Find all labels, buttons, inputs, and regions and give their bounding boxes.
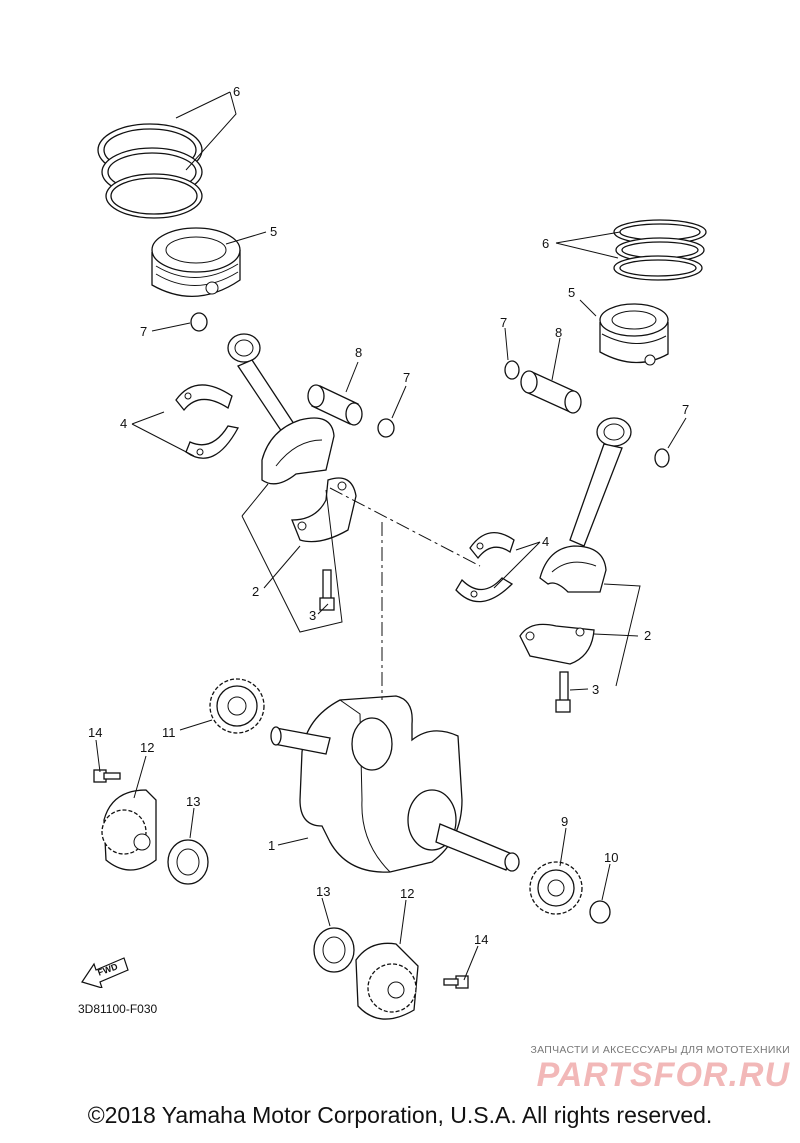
- piston-pin-clip-left-2: [377, 418, 395, 438]
- callout-2-left: 2: [252, 584, 259, 599]
- callout-3-left: 3: [309, 608, 316, 623]
- callout-13-right: 13: [316, 884, 330, 899]
- watermark-logo: PARTSFOR.RU: [536, 1056, 790, 1094]
- copyright-notice: ©2018 Yamaha Motor Corporation, U.S.A. A…: [87, 1102, 713, 1128]
- piston-pin-clip-right-2: [654, 448, 670, 468]
- assembly-centerlines: [329, 487, 481, 700]
- callout-3-right: 3: [592, 682, 599, 697]
- callout-10: 10: [604, 850, 618, 865]
- bearing-upper-left: [175, 384, 233, 412]
- piston-pin-left: [307, 384, 363, 426]
- callout-7-right-1: 7: [500, 315, 507, 330]
- callout-7-left-1: 7: [140, 324, 147, 339]
- piston-pin-right: [520, 370, 582, 414]
- diagram-code: 3D81100-F030: [78, 1002, 158, 1016]
- crankshaft: [270, 695, 520, 873]
- callout-14-left: 14: [88, 725, 102, 740]
- bearing-left: [167, 839, 209, 885]
- callout-2-right: 2: [644, 628, 651, 643]
- callout-5-right: 5: [568, 285, 575, 300]
- circlip: [589, 900, 611, 924]
- callout-4-right: 4: [542, 534, 549, 549]
- callout-12-right: 12: [400, 886, 414, 901]
- piston-pin-clip-right-1: [504, 360, 520, 380]
- watermark: ЗАПЧАСТИ И АКСЕССУАРЫ ДЛЯ МОТОТЕХНИКИ PA…: [490, 1044, 790, 1094]
- rod-bolt-right: [555, 671, 571, 713]
- balancer-bolt-right: [443, 975, 469, 989]
- callout-numbers: 6 5 7 8 7 4 2 3 6 5 7 8 7 4 2 3 14 12 11…: [88, 84, 689, 947]
- piston-rings-right: [613, 219, 707, 281]
- balancer-assembly-left: [101, 789, 157, 871]
- callout-14-right: 14: [474, 932, 488, 947]
- callout-4-left: 4: [120, 416, 127, 431]
- callout-8-left: 8: [355, 345, 362, 360]
- callout-6-right: 6: [542, 236, 549, 251]
- connecting-rod-right: [539, 417, 632, 593]
- rod-cap-left: [291, 477, 357, 543]
- fwd-arrow-icon: FWD: [80, 954, 130, 993]
- callout-11: 11: [162, 725, 176, 740]
- bearing-right: [313, 927, 355, 973]
- balancer-assembly-right: [355, 942, 419, 1020]
- callout-13-left: 13: [186, 794, 200, 809]
- rod-bolt-left: [319, 569, 335, 611]
- callout-6-left: 6: [233, 84, 240, 99]
- piston-pin-clip-left-1: [190, 312, 208, 332]
- bearing-lower-left: [185, 425, 239, 459]
- callout-9: 9: [561, 814, 568, 829]
- piston-left: [151, 227, 241, 297]
- callout-7-left-2: 7: [403, 370, 410, 385]
- callout-8-right: 8: [555, 325, 562, 340]
- balancer-bolt-left: [93, 769, 121, 783]
- connecting-rod-left: [227, 333, 335, 485]
- piston-rings-left: [97, 123, 203, 219]
- callout-5-left: 5: [270, 224, 277, 239]
- piston-right: [599, 303, 669, 366]
- rod-cap-right: [519, 623, 595, 665]
- callout-1: 1: [268, 838, 275, 853]
- drive-gear: [529, 861, 583, 915]
- watermark-tagline: ЗАПЧАСТИ И АКСЕССУАРЫ ДЛЯ МОТОТЕХНИКИ: [530, 1044, 790, 1056]
- leader-lines: [95, 91, 687, 981]
- callout-12-left: 12: [140, 740, 154, 755]
- bearing-upper-right: [469, 532, 515, 560]
- timing-gear: [209, 678, 265, 734]
- callout-7-right-2: 7: [682, 402, 689, 417]
- bearing-lower-right: [455, 577, 514, 603]
